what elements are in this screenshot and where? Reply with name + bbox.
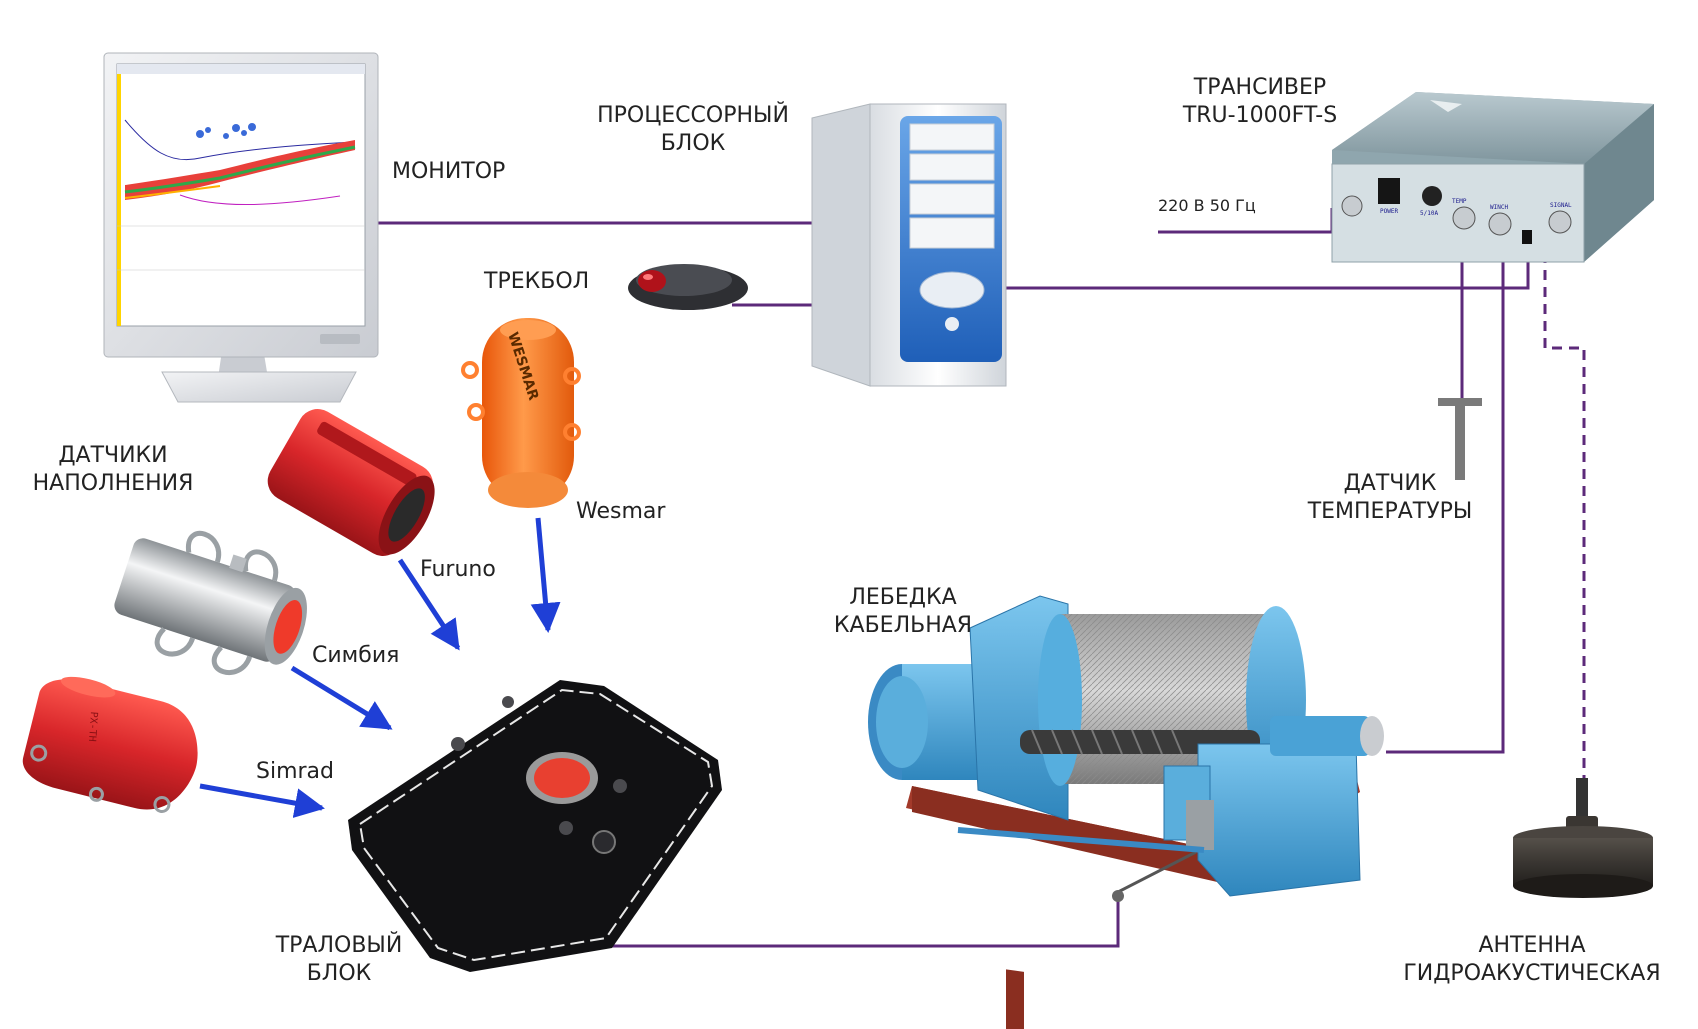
label-temperature-sensor-line-2: ТЕМПЕРАТУРЫ	[1307, 499, 1473, 524]
label-trawl-block-line-2: БЛОК	[306, 961, 372, 986]
temperature-sensor-icon	[1438, 398, 1482, 480]
line-antenna-transceiver	[1543, 236, 1586, 778]
trawl-block-icon	[348, 680, 722, 972]
simbia-sensor-icon	[114, 531, 307, 675]
cable-winch-icon	[868, 595, 1384, 1029]
label-wesmar: Wesmar	[576, 499, 666, 524]
transceiver-port-power: POWER	[1380, 208, 1399, 215]
label-winch-line-1: ЛЕБЕДКА	[849, 585, 957, 610]
sensor-arrows	[199, 517, 561, 818]
monitor-icon	[103, 52, 379, 403]
trackball-icon	[628, 264, 748, 310]
label-fill-sensors: ДАТЧИКИ НАПОЛНЕНИЯ	[14, 442, 212, 498]
processor-unit-icon	[811, 103, 1007, 387]
transceiver-port-temp: TEMP	[1452, 198, 1467, 205]
label-power: 220 В 50 Гц	[1158, 196, 1256, 215]
label-trackball: ТРЕКБОЛ	[484, 269, 590, 294]
label-winch: ЛЕБЕДКА КАБЕЛЬНАЯ	[818, 584, 988, 640]
transceiver-port-winch: WINCH	[1490, 204, 1509, 211]
arrow-furuno	[397, 558, 461, 651]
label-furuno: Furuno	[420, 557, 496, 582]
label-fill-sensors-line-1: ДАТЧИКИ	[58, 443, 168, 468]
furuno-sensor-icon	[267, 409, 435, 556]
label-temperature-sensor-line-1: ДАТЧИК	[1343, 471, 1437, 496]
label-antenna-line-2: ГИДРОАКУСТИЧЕСКАЯ	[1403, 961, 1661, 986]
label-simrad: Simrad	[256, 759, 334, 784]
line-trawl-winch	[604, 850, 1120, 948]
label-processor-line-1: ПРОЦЕССОРНЫЙ	[597, 103, 789, 128]
antenna-icon	[1513, 778, 1653, 898]
arrow-simrad	[199, 783, 325, 818]
label-fill-sensors-line-2: НАПОЛНЕНИЯ	[32, 471, 194, 496]
arrow-simbia	[290, 665, 393, 731]
label-antenna: АНТЕННА ГИДРОАКУСТИЧЕСКАЯ	[1382, 932, 1682, 988]
label-processor-line-2: БЛОК	[660, 131, 726, 156]
simrad-sensor-icon: PX-TH	[22, 676, 198, 813]
label-winch-line-2: КАБЕЛЬНАЯ	[833, 613, 973, 638]
line-winch-transceiver	[1386, 238, 1505, 754]
label-simbia: Симбия	[312, 643, 400, 668]
label-antenna-line-1: АНТЕННА	[1478, 933, 1586, 958]
label-transceiver: ТРАНСИВЕР TRU-1000FT-S	[1154, 74, 1366, 130]
label-trawl-block-line-1: ТРАЛОВЫЙ	[275, 933, 403, 958]
label-processor: ПРОЦЕССОРНЫЙ БЛОК	[582, 102, 804, 158]
label-temperature-sensor: ДАТЧИК ТЕМПЕРАТУРЫ	[1290, 470, 1490, 526]
transceiver-icon	[1331, 92, 1654, 263]
label-trawl-block: ТРАЛОВЫЙ БЛОК	[264, 932, 414, 988]
wesmar-sensor-icon: WESMAR	[461, 318, 581, 508]
label-transceiver-line-1: ТРАНСИВЕР	[1193, 75, 1327, 100]
label-monitor: МОНИТОР	[392, 159, 506, 184]
line-processor-transceiver	[1006, 252, 1530, 290]
simrad-mark: PX-TH	[86, 711, 99, 742]
label-transceiver-line-2: TRU-1000FT-S	[1182, 103, 1338, 128]
transceiver-port-fuse: 5/10A	[1420, 210, 1439, 217]
transceiver-port-signal: SIGNAL	[1550, 202, 1572, 209]
arrow-wesmar	[530, 517, 561, 633]
